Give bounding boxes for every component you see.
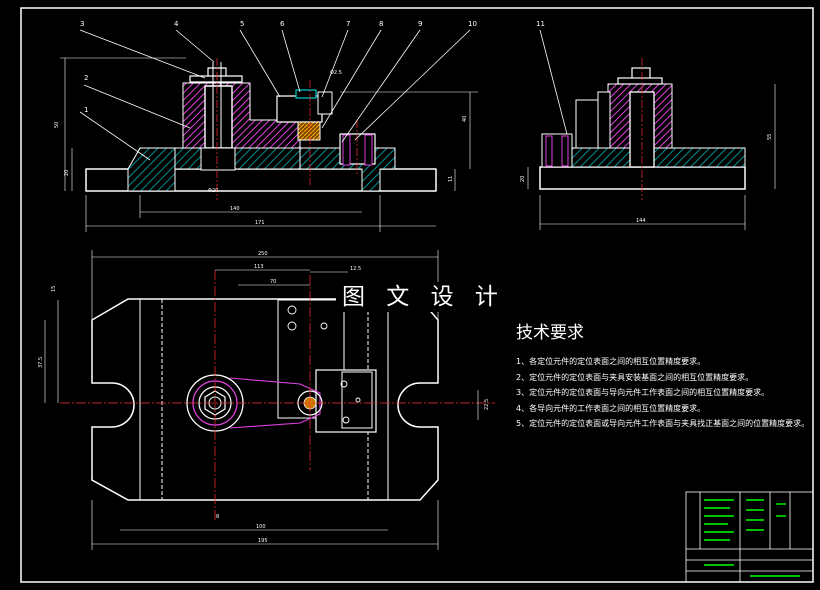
requirement-item: 1、各定位元件的定位表面之间的相互位置精度要求。 xyxy=(516,357,706,366)
requirement-item: 2、定位元件的定位表面与夹具安装基面之间的相互位置精度要求。 xyxy=(516,372,754,382)
dim-plan-bottom-c: 8 xyxy=(216,514,219,520)
svg-text:8: 8 xyxy=(379,20,383,28)
dim-plan-bottom-a: 100 xyxy=(256,524,266,530)
dim-plan-top-c: 12.5 xyxy=(350,266,361,272)
requirement-item: 5、定位元件的定位表面或导向元件工作表面与夹具找正基面之间的位置精度要求。 xyxy=(516,419,810,429)
dim-plan-bottom-b: 195 xyxy=(258,538,268,544)
technical-requirements-list: 1、各定位元件的定位表面之间的相互位置精度要求。 2、定位元件的定位表面与夹具安… xyxy=(516,354,809,432)
plan-view: 250 113 70 12.5 15 37.5 100 195 8 22.5 xyxy=(38,250,495,550)
dim-plan-left-a: 15 xyxy=(51,286,57,292)
dim-front-top: Φ2.5 xyxy=(330,70,342,76)
dim-side-width: 144 xyxy=(636,218,646,224)
svg-text:6: 6 xyxy=(280,20,285,28)
outer-frame xyxy=(20,7,814,583)
balloon-leaders xyxy=(79,29,569,161)
dim-plan-top-a: 113 xyxy=(254,264,264,270)
svg-text:7: 7 xyxy=(346,20,350,28)
dim-plan-top-total: 250 xyxy=(258,251,268,257)
dim-plan-left-b: 37.5 xyxy=(38,357,44,368)
requirement-item: 3、定位元件的定位表面与导向元件工作表面之间的相互位置精度要求。 xyxy=(516,388,770,398)
dim-front-height-base: 20 xyxy=(64,170,70,176)
dim-front-171: 171 xyxy=(255,220,265,226)
side-view: 144 55 20 xyxy=(520,58,776,230)
dim-plan-right-a: 22.5 xyxy=(484,399,490,410)
svg-text:1: 1 xyxy=(84,106,88,114)
dim-front-140: 140 xyxy=(230,206,240,212)
balloon-numbers: 3 4 5 6 7 8 9 10 2 1 11 xyxy=(80,20,545,114)
requirement-item: 4、各导向元件的工作表面之间的相互位置精度要求。 xyxy=(516,403,706,413)
dim-side-height: 55 xyxy=(767,134,773,140)
dim-front-height-left: 50 xyxy=(54,122,60,128)
title-block xyxy=(685,491,814,583)
overlay-title: 图 文 设 计 xyxy=(336,282,511,312)
dim-front-hole: Φ20 xyxy=(208,188,218,194)
svg-text:5: 5 xyxy=(240,20,244,28)
svg-text:2: 2 xyxy=(84,74,88,82)
svg-text:3: 3 xyxy=(80,20,84,28)
svg-text:10: 10 xyxy=(468,20,477,28)
dim-plan-top-b: 70 xyxy=(270,279,276,285)
dim-front-height-right-base: 11 xyxy=(448,176,454,182)
dim-front-height-right: 40 xyxy=(462,116,468,122)
dim-side-base: 20 xyxy=(520,176,526,182)
svg-text:9: 9 xyxy=(418,20,422,28)
front-view: 140 171 Φ20 50 20 40 11 Φ2.5 xyxy=(54,57,478,232)
svg-text:4: 4 xyxy=(174,20,179,28)
technical-requirements-heading: 技术要求 xyxy=(516,323,584,343)
svg-text:11: 11 xyxy=(536,20,545,28)
